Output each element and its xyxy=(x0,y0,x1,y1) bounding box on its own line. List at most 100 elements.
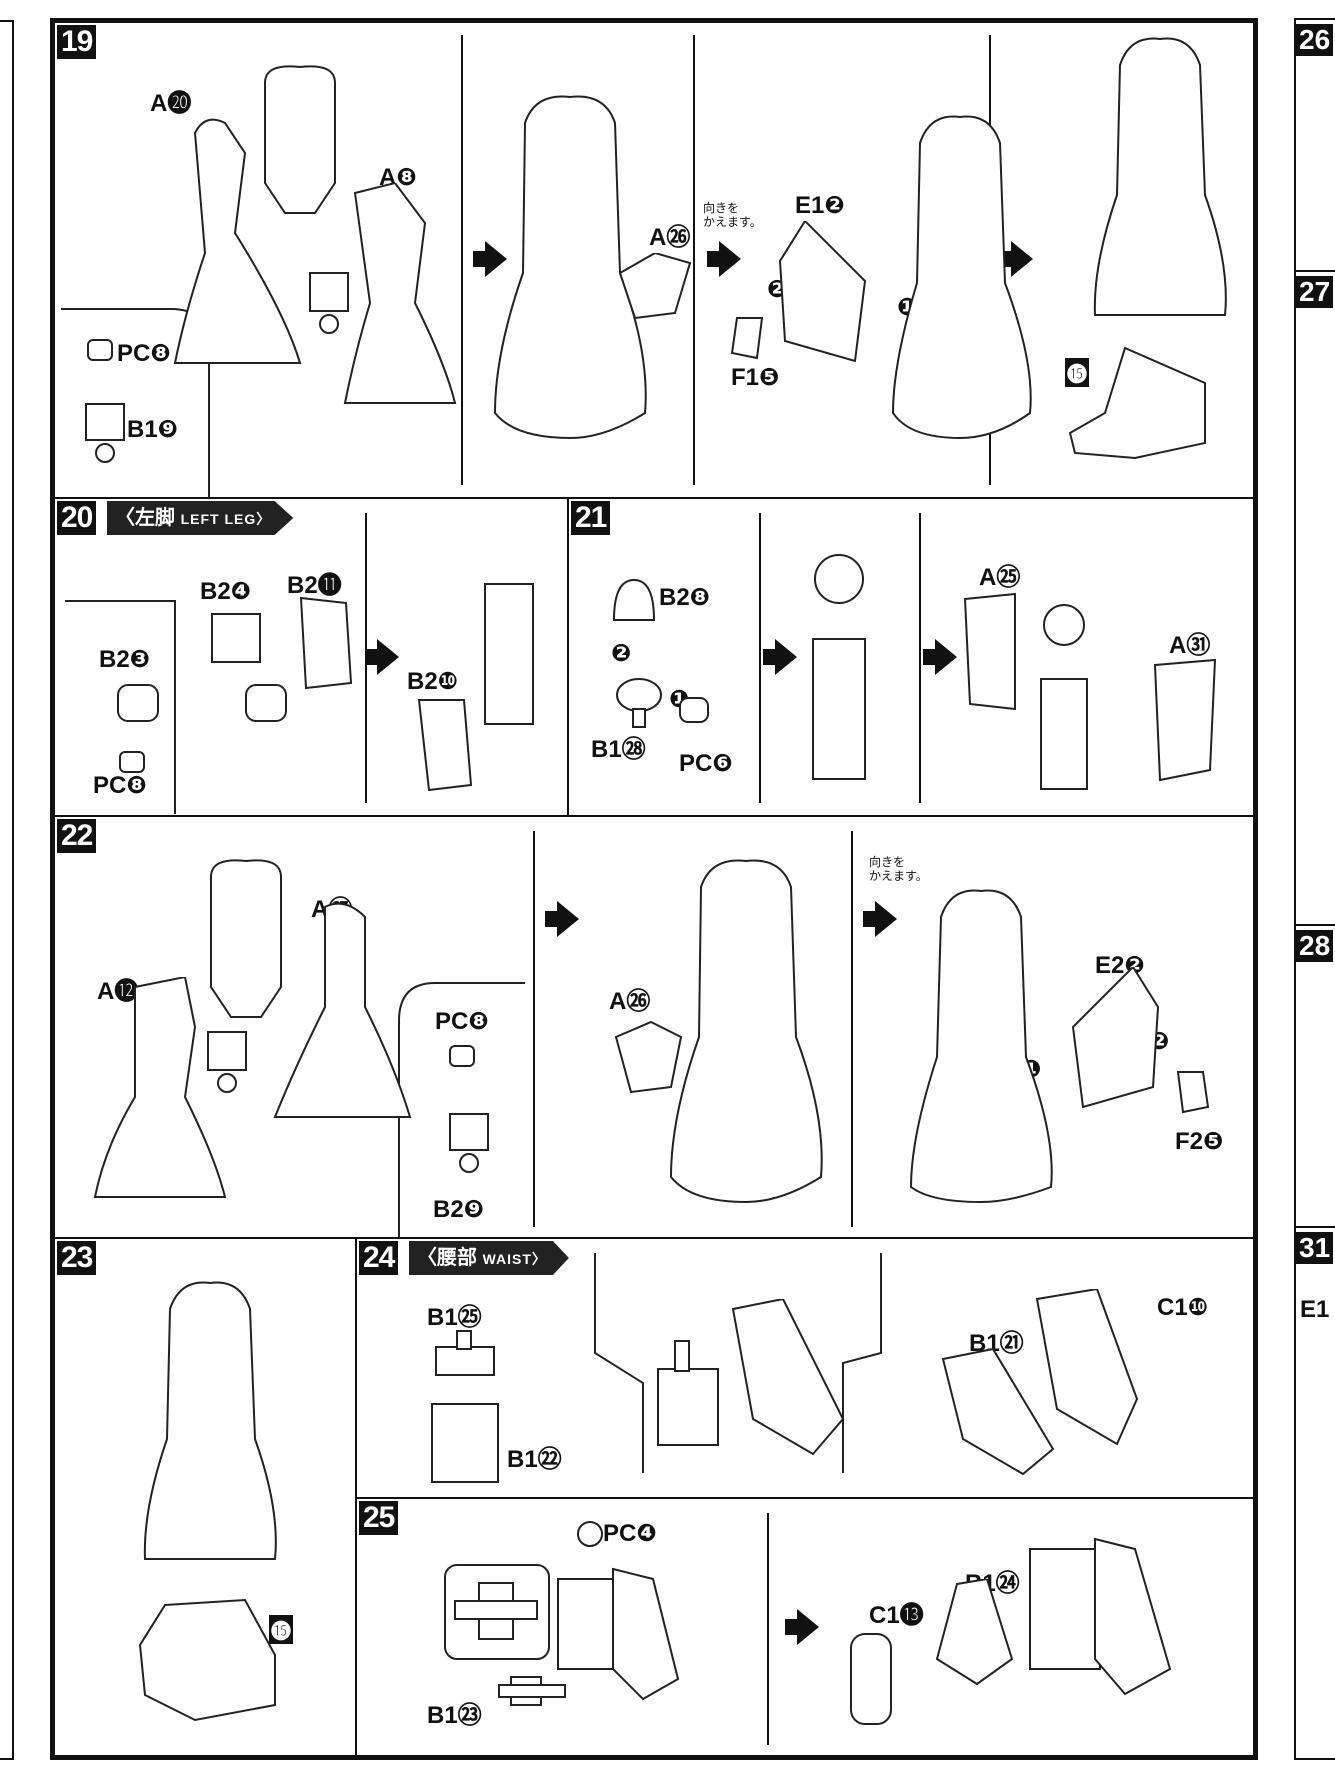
leg-core-assembly-icon xyxy=(1040,604,1088,790)
step-divider xyxy=(533,831,535,1227)
part-label: A㉛ xyxy=(1169,632,1211,659)
step-number: 20 xyxy=(57,501,97,535)
assembled-leg-icon xyxy=(891,115,1032,440)
side-armor-part-icon xyxy=(1153,658,1217,782)
part-label: A㉖ xyxy=(609,988,651,1015)
step-24-panel: 24 〈腰部 WAIST〉 B1㉕ B1㉒ B1㉑ C1❿ xyxy=(355,1237,1255,1499)
waist-assembly-icon xyxy=(1029,1537,1172,1696)
part-label: E1 xyxy=(1300,1296,1330,1323)
assembled-leg-icon xyxy=(909,889,1053,1204)
step-number: 31 xyxy=(1296,1232,1334,1264)
cover-plate-part-icon xyxy=(417,699,473,792)
step-23-panel: 23 ⓯ xyxy=(53,1237,357,1757)
step-22-panel: 22 A⓬ A㉗ PC❽ B2❾ A㉖ E2❷ F2❺ 向きを かえます。 ❷ … xyxy=(53,815,1255,1239)
flow-arrow-icon xyxy=(707,241,741,277)
flow-arrow-icon xyxy=(473,241,507,277)
flow-arrow-icon xyxy=(923,639,957,675)
step-divider xyxy=(919,513,921,803)
leg-frame-part-icon xyxy=(273,902,412,1118)
pc-cap-part-icon xyxy=(119,751,145,773)
skirt-armor-part-icon xyxy=(731,1299,845,1456)
flow-arrow-icon xyxy=(785,1609,819,1645)
part-label: A㉕ xyxy=(979,564,1021,591)
joint-block-part-icon xyxy=(211,613,261,663)
part-label: B1㉘ xyxy=(591,736,646,763)
pc-cap-part-icon xyxy=(87,339,113,361)
part-label: B2❾ xyxy=(433,1196,484,1223)
assembled-leg-icon xyxy=(493,95,647,440)
section-divider xyxy=(1296,270,1335,272)
thigh-part-icon xyxy=(264,65,336,214)
left-edge-strip xyxy=(0,20,14,1760)
step-divider xyxy=(851,831,853,1227)
banner-en: LEFT LEG〉 xyxy=(180,511,272,527)
part-label: C1❿ xyxy=(1157,1294,1208,1321)
skirt-armor-part-icon xyxy=(1035,1289,1139,1446)
leg-frame-part-icon xyxy=(173,118,302,364)
waist-block-assembly-icon xyxy=(657,1340,719,1446)
small-cap-part-icon xyxy=(1176,1071,1210,1114)
flow-arrow-icon xyxy=(763,639,797,675)
banner-jp: 〈左脚 xyxy=(115,507,175,529)
knee-plate-part-icon xyxy=(1071,967,1160,1109)
skirt-inner-part-icon xyxy=(941,1347,1055,1476)
part-label: B2❽ xyxy=(659,584,710,611)
pc-ball-part-icon xyxy=(577,1521,603,1547)
part-label: F2❺ xyxy=(1175,1128,1224,1155)
hip-frame-part-icon xyxy=(935,1579,1014,1686)
part-label: E1❷ xyxy=(795,192,845,219)
part-label: A⓬ xyxy=(97,978,139,1005)
step-21-panel: 21 B2❽ B1㉘ PC❻ A㉕ A㉛ ❷ ❶ xyxy=(567,497,1255,817)
leg-core-part-icon xyxy=(484,583,534,725)
part-label: PC❽ xyxy=(435,1008,489,1035)
step-number: 19 xyxy=(57,25,97,59)
knee-plate-part-icon xyxy=(778,221,867,363)
orientation-note: 向きを かえます。 xyxy=(869,855,928,883)
step-number: 28 xyxy=(1296,930,1334,962)
waist-assembly-icon xyxy=(557,1567,680,1701)
knee-armor-part-icon xyxy=(618,253,692,320)
pc-cap-part-icon xyxy=(449,1045,475,1067)
assembled-leg-icon xyxy=(669,859,823,1204)
dome-part-icon xyxy=(612,578,656,621)
part-label: B2❸ xyxy=(99,646,150,673)
shin-armor-part-icon xyxy=(343,183,457,404)
assembled-leg-icon xyxy=(1093,37,1227,316)
step-number: 27 xyxy=(1296,276,1334,308)
socket-part-icon xyxy=(245,684,287,722)
pc-joint-part-icon xyxy=(207,1031,247,1093)
hip-cap-part-icon xyxy=(850,1633,892,1725)
part-label: B2❹ xyxy=(200,578,251,605)
pc-cap-part-icon xyxy=(679,697,709,723)
step-19-panel: 19 A⓴ A❽ PC❽ B1❾ A㉖ E1❷ F1❺ ⓯ 向きを かえます。 … xyxy=(53,21,1255,501)
orientation-note: 向きを かえます。 xyxy=(703,201,762,229)
joint-part-icon xyxy=(449,1113,489,1173)
joint-part-icon xyxy=(85,403,125,463)
part-label: PC❽ xyxy=(93,772,147,799)
step-divider xyxy=(759,513,761,803)
banner-en: WAIST〉 xyxy=(482,1251,547,1267)
step-number: 23 xyxy=(57,1241,97,1275)
order-mark: ❷ xyxy=(611,640,632,667)
part-label: F1❺ xyxy=(731,364,780,391)
part-label: PC❽ xyxy=(117,340,171,367)
step-divider xyxy=(461,35,463,485)
foot-part-icon xyxy=(1068,346,1206,460)
shin-armor-part-icon xyxy=(93,977,227,1198)
armor-plate-part-icon xyxy=(299,596,353,690)
step-number: 21 xyxy=(571,501,611,535)
section-banner: 〈腰部 WAIST〉 xyxy=(409,1241,569,1275)
part-label: B1㉕ xyxy=(427,1304,482,1331)
right-column-frame: 26 27 28 31 E1 xyxy=(1294,18,1335,1760)
part-label: PC❻ xyxy=(679,750,733,777)
small-cap-part-icon xyxy=(730,317,764,360)
step-divider xyxy=(693,35,695,485)
waist-connector-part-icon xyxy=(435,1330,495,1376)
part-label: PC❹ xyxy=(603,1520,657,1547)
step-number: 24 xyxy=(359,1241,399,1275)
waist-block-part-icon xyxy=(431,1403,499,1483)
knee-armor-part-icon xyxy=(614,1020,683,1094)
detail-inset-box xyxy=(444,1564,550,1660)
section-divider xyxy=(1296,924,1335,926)
step-number: 26 xyxy=(1296,24,1334,56)
